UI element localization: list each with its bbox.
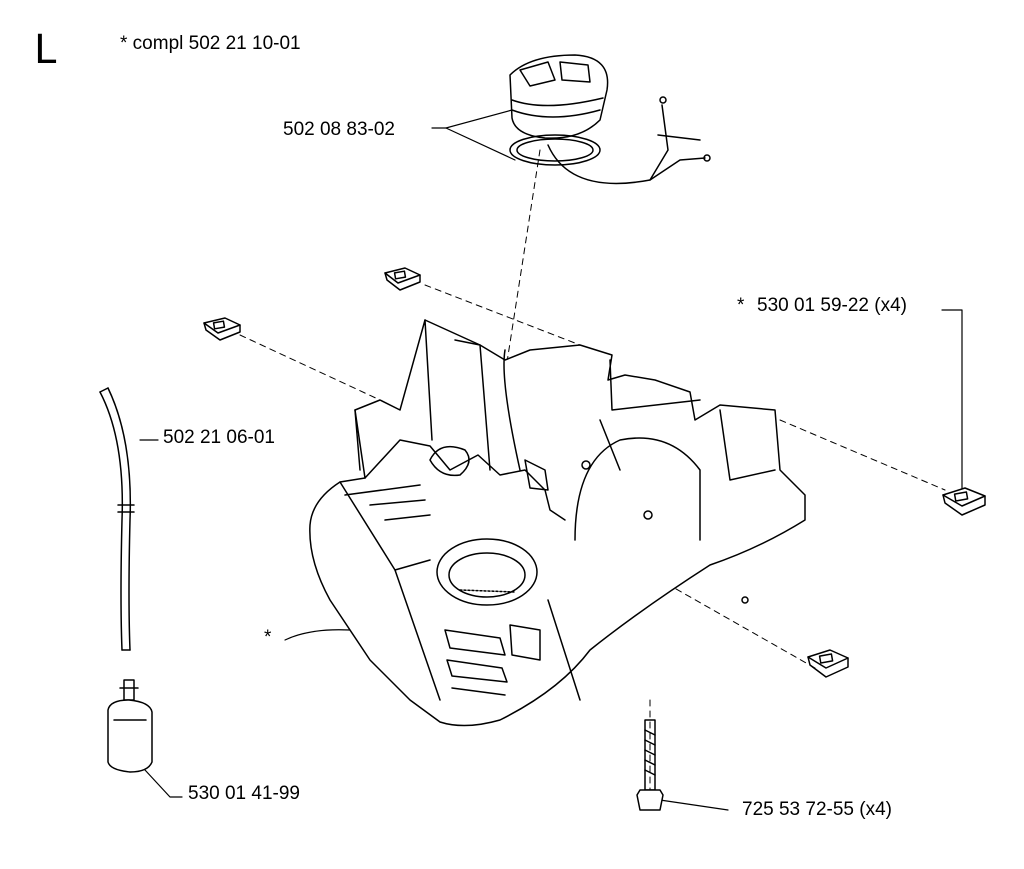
leader-lines <box>139 109 963 811</box>
part-label-fuel-cap: 502 08 83-02 <box>283 119 395 140</box>
part-label-fuel-filter: 530 01 41-99 <box>188 783 300 804</box>
part-label-nut-asterisk: * <box>737 295 745 316</box>
part-label-nut: 530 01 59-22 (x4) <box>757 295 907 316</box>
fuel-cap-drawing <box>509 54 711 185</box>
part-label-screw: 725 53 72-55 (x4) <box>742 799 892 820</box>
fuel-filter-drawing <box>107 679 153 773</box>
fuel-hose-drawing <box>99 387 135 651</box>
part-label-fuel-hose: 502 21 06-01 <box>163 427 275 448</box>
assembly-note: * compl 502 21 10-01 <box>120 33 301 54</box>
section-letter: L <box>34 27 57 73</box>
nut-drawings <box>203 267 986 678</box>
fuel-tank-drawing <box>309 319 806 727</box>
part-label-tank-asterisk: * <box>264 627 272 648</box>
screw-drawing <box>636 719 664 811</box>
